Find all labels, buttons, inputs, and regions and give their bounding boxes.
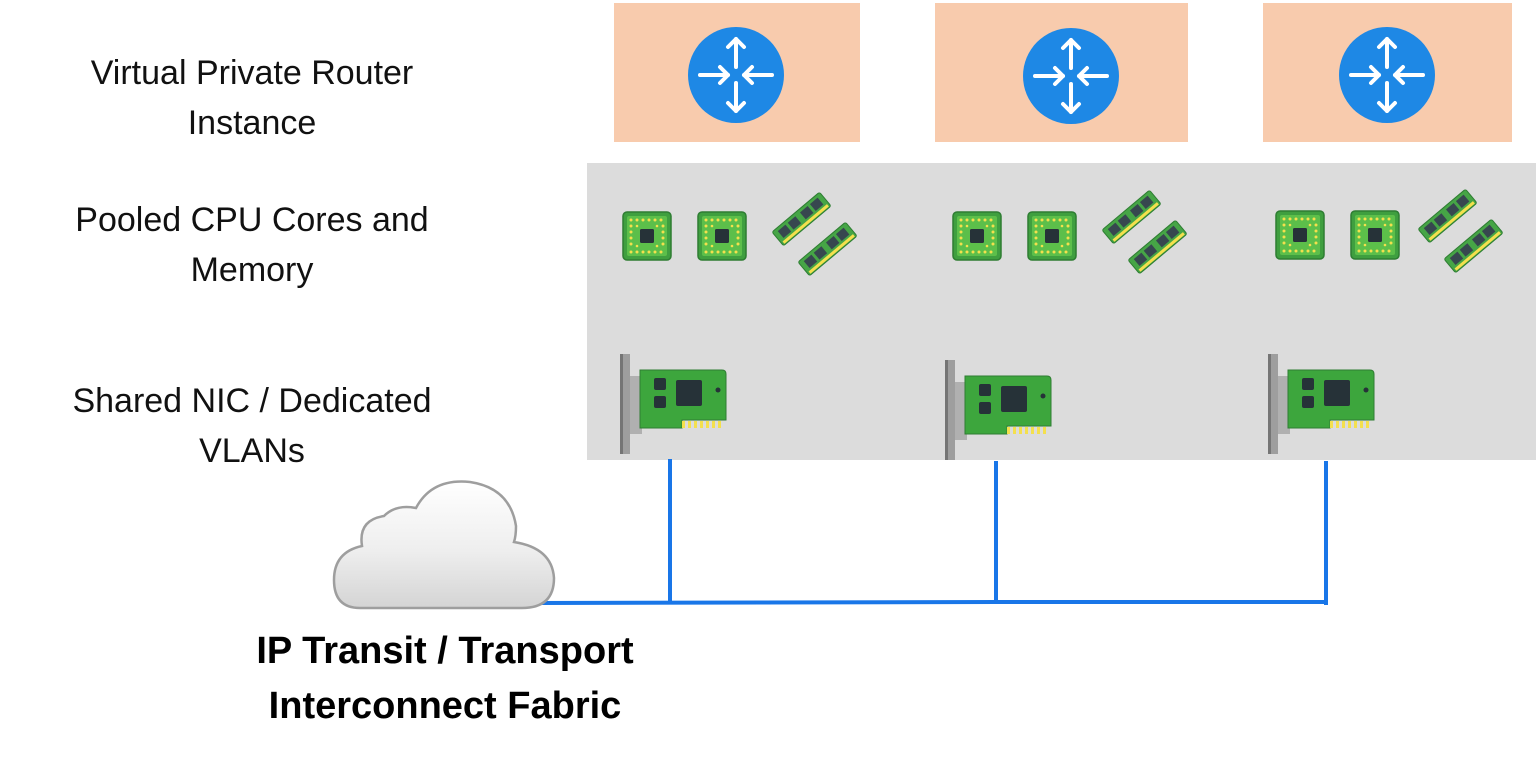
label-router-instance: Virtual Private Router Instance (32, 48, 472, 148)
label-nic-vlans-line1: Shared NIC / Dedicated (72, 382, 432, 420)
router-icon (1339, 27, 1435, 123)
router-icon (688, 27, 784, 123)
router-icon (1023, 28, 1119, 124)
fabric-bus-line (539, 600, 1326, 605)
label-cpu-memory-line1: Pooled CPU Cores and (75, 201, 429, 239)
cloud-icon (332, 480, 556, 610)
fabric-label: IP Transit / Transport Interconnect Fabr… (200, 624, 690, 734)
label-cpu-memory: Pooled CPU Cores and Memory (32, 195, 472, 295)
label-cpu-memory-line2: Memory (190, 251, 314, 289)
label-nic-vlans-line2: VLANs (199, 432, 305, 470)
fabric-label-line1: IP Transit / Transport (256, 630, 634, 672)
label-router-instance-line2: Instance (187, 104, 317, 142)
router-instance-box-1 (614, 3, 860, 142)
router-instance-box-3 (1263, 3, 1512, 142)
label-nic-vlans: Shared NIC / Dedicated VLANs (32, 376, 472, 476)
label-router-instance-line1: Virtual Private Router (90, 54, 414, 92)
router-instance-box-2 (935, 3, 1188, 142)
fabric-label-line2: Interconnect Fabric (268, 685, 622, 727)
